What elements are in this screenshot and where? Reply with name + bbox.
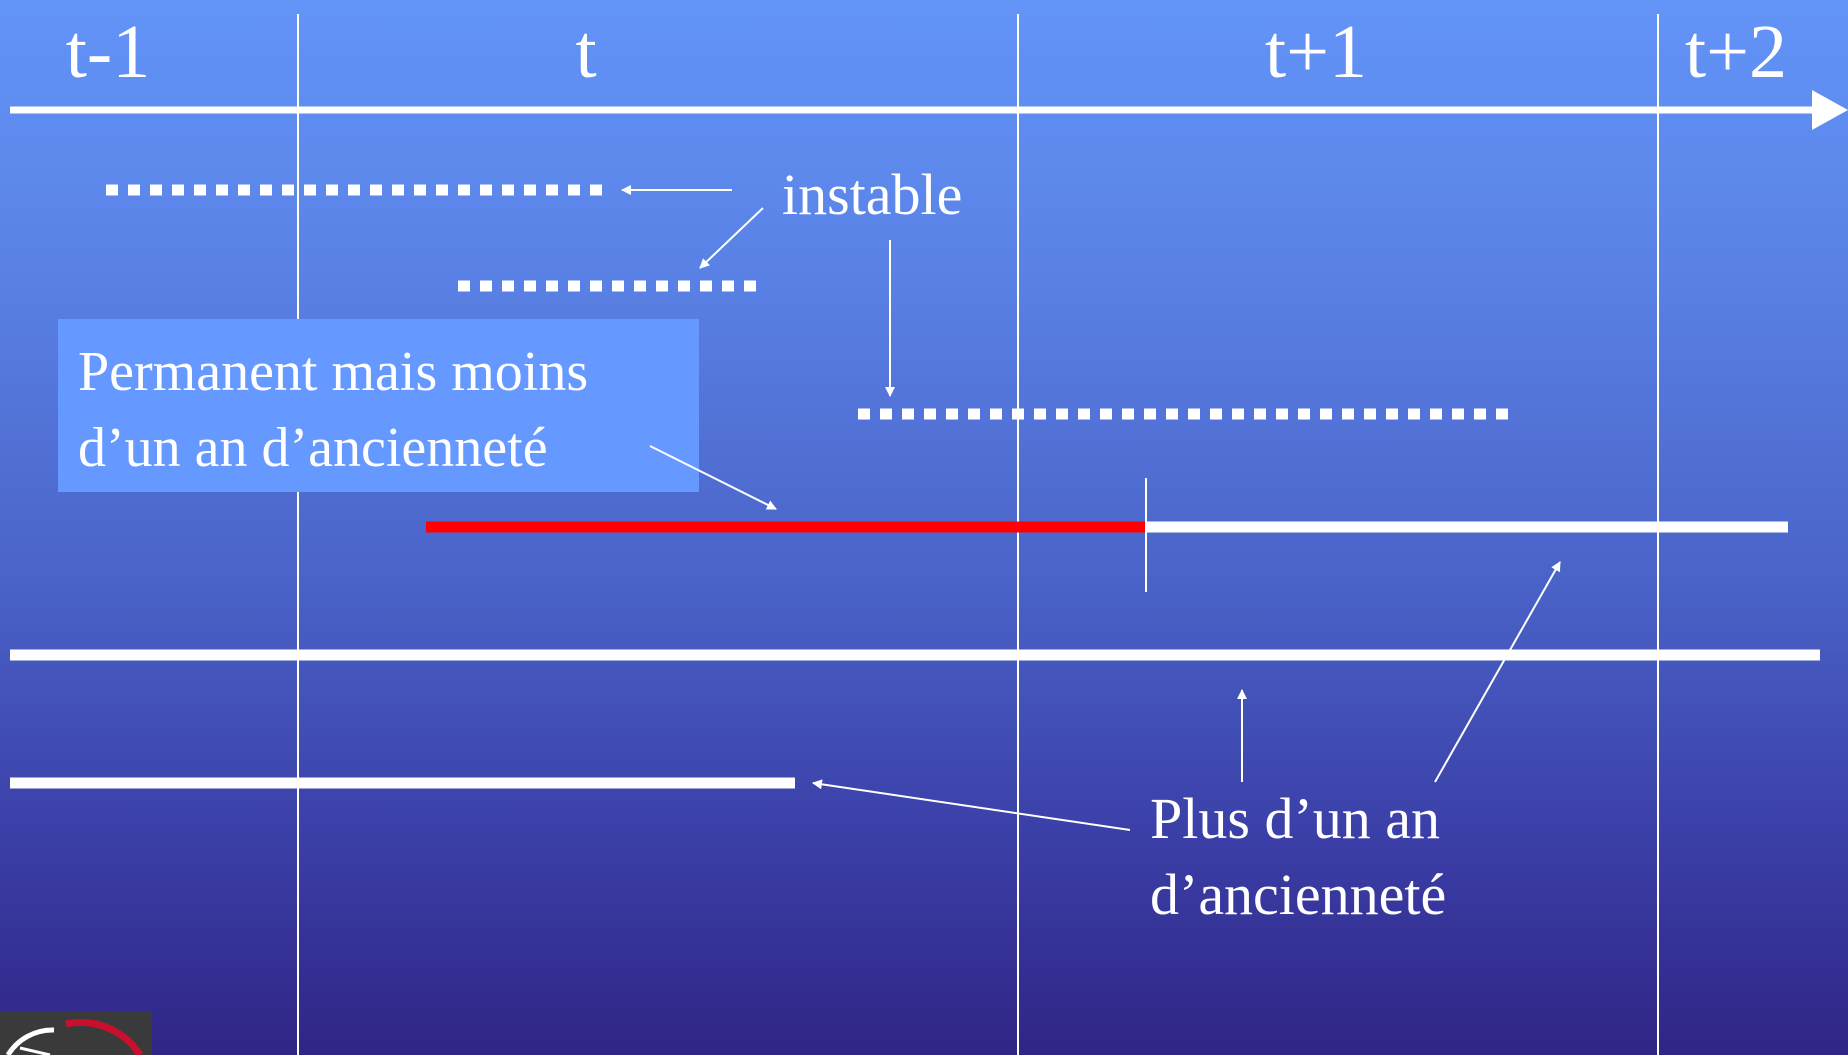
seniority-arrow — [1434, 561, 1561, 783]
seal-logo-icon — [0, 1011, 152, 1055]
instable-label: instable — [782, 162, 962, 227]
period-label: t-1 — [66, 10, 150, 94]
seniority-label-line1: Plus d’un an — [1150, 786, 1440, 851]
permanent-label-line2: d’un an d’ancienneté — [78, 417, 548, 479]
seniority-arrow — [812, 779, 1131, 831]
permanent-label-line1: Permanent mais moins — [78, 341, 588, 403]
instable-arrow — [699, 207, 764, 269]
permanent-label-box — [58, 319, 699, 492]
seniority-label-line2: d’ancienneté — [1150, 862, 1446, 927]
period-label: t+1 — [1265, 10, 1367, 94]
permanent-arrow — [649, 445, 777, 510]
period-label: t+2 — [1685, 10, 1787, 94]
time-axis-arrowhead — [1812, 90, 1848, 130]
period-label: t — [575, 10, 596, 94]
